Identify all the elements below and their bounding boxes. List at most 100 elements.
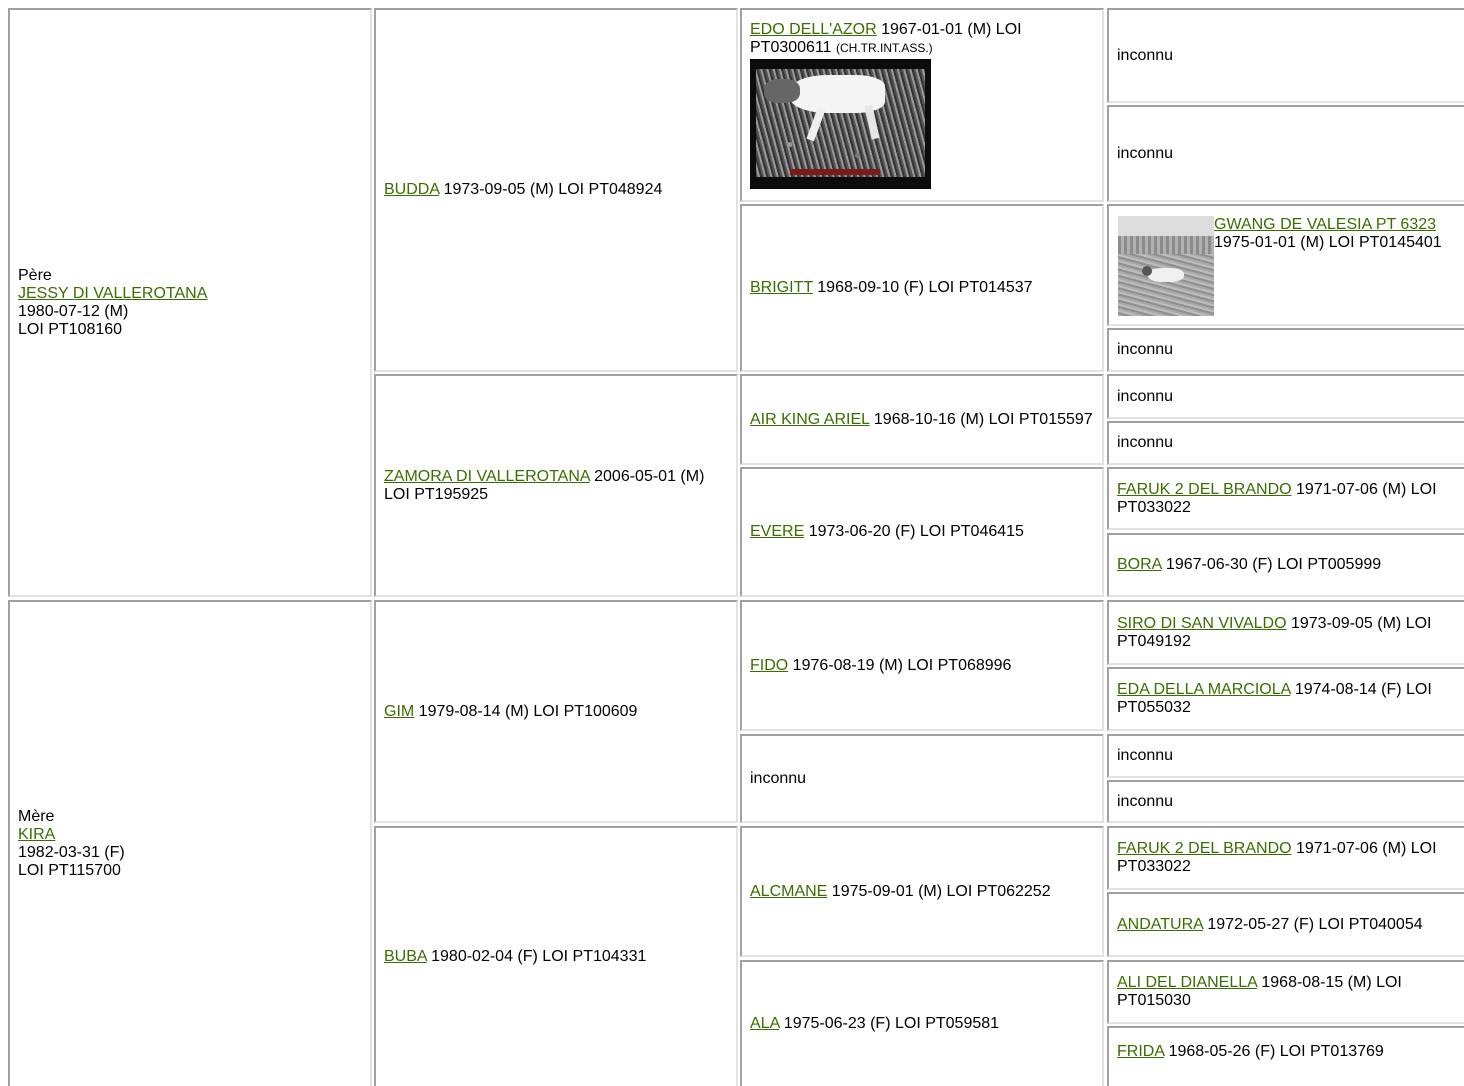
pedigree-cell-gen4-5-unknown: inconnu (1107, 374, 1464, 419)
dog-info: 1967-06-30 (F) LOI PT005999 (1161, 556, 1382, 573)
dog-name-link[interactable]: ALA (750, 1015, 780, 1032)
dog-entry: FARUK 2 DEL BRANDO 1971-07-06 (M) LOI PT… (1117, 481, 1456, 517)
dog-entry: SIRO DI SAN VIVALDO 1973-09-05 (M) LOI P… (1117, 615, 1456, 651)
pedigree-cell-gen4-3: GWANG DE VALESIA PT 6323 1975-01-01 (M) … (1107, 204, 1464, 326)
dog-entry: ANDATURA 1972-05-27 (F) LOI PT040054 (1117, 916, 1456, 934)
dog-name-link[interactable]: AIR KING ARIEL (750, 410, 870, 428)
dog-info: 1975-01-01 (M) LOI PT0145401 (1214, 234, 1442, 251)
dog-name-link[interactable]: BUBA (384, 948, 427, 965)
pedigree-cell-gen4-7: FARUK 2 DEL BRANDO 1971-07-06 (M) LOI PT… (1107, 467, 1464, 530)
dog-name-link[interactable]: EVERE (750, 523, 805, 540)
dog-info: 1972-05-27 (F) LOI PT040054 (1202, 915, 1423, 933)
pedigree-cell-gen3-4: EVERE 1973-06-20 (F) LOI PT046415 (740, 467, 1104, 597)
pedigree-cell-paternal-granddam: ZAMORA DI VALLEROTANA 2006-05-01 (M) LOI… (374, 374, 738, 597)
dog-info: 1968-08-15 (M) LOI PT015030 (1117, 974, 1402, 1009)
unknown-label: inconnu (1117, 341, 1174, 358)
dog-name-link[interactable]: ALI DEL DIANELLA (1117, 974, 1257, 991)
dog-name-link[interactable]: EDA DELLA MARCIOLA (1117, 681, 1291, 698)
unknown-label: inconnu (1117, 387, 1174, 405)
dog-name-link[interactable]: GIM (384, 702, 415, 720)
dog-info: 1968-10-16 (M) LOI PT015597 (869, 410, 1093, 428)
dam-role-label: Mère (18, 808, 55, 825)
dog-entry: FARUK 2 DEL BRANDO 1971-07-06 (M) LOI PT… (1117, 840, 1456, 876)
sire-name-link[interactable]: JESSY DI VALLEROTANA (18, 284, 208, 302)
dog-photo[interactable] (750, 59, 931, 189)
dog-name-link[interactable]: EDO DELL'AZOR (750, 21, 877, 38)
dog-name-link[interactable]: SIRO DI SAN VIVALDO (1117, 614, 1287, 632)
dog-entry: GWANG DE VALESIA PT 6323 1975-01-01 (M) … (1214, 216, 1456, 252)
pedigree-cell-gen4-6-unknown: inconnu (1107, 421, 1464, 465)
dog-info: 1974-08-14 (F) LOI PT055032 (1117, 681, 1432, 716)
pedigree-cell-maternal-granddam: BUBA 1980-02-04 (F) LOI PT104331 (374, 826, 738, 1086)
pedigree-cell-gen3-6-unknown: inconnu (740, 734, 1104, 823)
dog-info: 1973-09-05 (M) LOI PT049192 (1117, 614, 1432, 650)
pedigree-cell-gen3-8: ALA 1975-06-23 (F) LOI PT059581 (740, 960, 1104, 1086)
pedigree-cell-gen4-11-unknown: inconnu (1107, 734, 1464, 778)
unknown-label: inconnu (750, 769, 807, 787)
dog-name-link[interactable]: FARUK 2 DEL BRANDO (1117, 840, 1292, 857)
pedigree-cell-gen4-9: SIRO DI SAN VIVALDO 1973-09-05 (M) LOI P… (1107, 600, 1464, 665)
dog-entry: ZAMORA DI VALLEROTANA 2006-05-01 (M) LOI… (384, 468, 728, 504)
dog-photo[interactable] (1118, 216, 1214, 316)
pedigree-cell-gen4-4-unknown: inconnu (1107, 328, 1464, 372)
dog-entry: FRIDA 1968-05-26 (F) LOI PT013769 (1117, 1043, 1456, 1061)
dog-info: 1973-06-20 (F) LOI PT046415 (804, 523, 1024, 540)
pedigree-cell-gen3-5: FIDO 1976-08-19 (M) LOI PT068996 (740, 600, 1104, 731)
dog-name-link[interactable]: BRIGITT (750, 279, 813, 296)
dog-entry: FIDO 1976-08-19 (M) LOI PT068996 (750, 657, 1094, 675)
dog-info: 1975-09-01 (M) LOI PT062252 (827, 882, 1051, 900)
pedigree-cell-sire: Père JESSY DI VALLEROTANA 1980-07-12 (M)… (8, 8, 372, 597)
dam-registration: LOI PT115700 (18, 862, 121, 879)
dog-name-link[interactable]: ALCMANE (750, 882, 828, 900)
pedigree-cell-gen4-1-unknown: inconnu (1107, 8, 1464, 103)
dog-name-link[interactable]: FRIDA (1117, 1043, 1165, 1060)
dog-info: 1967-01-01 (M) LOI PT0300611 (750, 21, 1022, 56)
pedigree-cell-maternal-grandsire: GIM 1979-08-14 (M) LOI PT100609 (374, 600, 738, 823)
pedigree-cell-gen4-13: FARUK 2 DEL BRANDO 1971-07-06 (M) LOI PT… (1107, 826, 1464, 890)
dam-dob: 1982-03-31 (F) (18, 844, 125, 861)
pedigree-cell-gen4-14: ANDATURA 1972-05-27 (F) LOI PT040054 (1107, 892, 1464, 957)
dog-name-link[interactable]: FARUK 2 DEL BRANDO (1117, 480, 1292, 498)
dog-name-link[interactable]: BORA (1117, 556, 1162, 573)
dog-info: 1968-05-26 (F) LOI PT013769 (1164, 1043, 1384, 1060)
pedigree-cell-gen3-1: EDO DELL'AZOR 1967-01-01 (M) LOI PT03006… (740, 8, 1104, 202)
pedigree-cell-dam: Mère KIRA 1982-03-31 (F) LOI PT115700 (8, 600, 372, 1086)
pedigree-cell-gen4-8: BORA 1967-06-30 (F) LOI PT005999 (1107, 533, 1464, 597)
dog-entry: BUBA 1980-02-04 (F) LOI PT104331 (384, 948, 728, 966)
dog-entry: EDO DELL'AZOR 1967-01-01 (M) LOI PT03006… (750, 21, 1094, 57)
dog-entry: ALA 1975-06-23 (F) LOI PT059581 (750, 1015, 1094, 1033)
unknown-label: inconnu (1117, 792, 1174, 810)
dog-entry: AIR KING ARIEL 1968-10-16 (M) LOI PT0155… (750, 411, 1094, 429)
dog-name-link[interactable]: ANDATURA (1117, 915, 1203, 933)
pedigree-cell-gen4-16: FRIDA 1968-05-26 (F) LOI PT013769 (1107, 1026, 1464, 1086)
dog-title: (CH.TR.INT.ASS.) (836, 41, 933, 55)
sire-registration: LOI PT108160 (18, 320, 123, 338)
sire-role-label: Père (18, 266, 52, 284)
dog-entry: ALI DEL DIANELLA 1968-08-15 (M) LOI PT01… (1117, 974, 1456, 1010)
dog-name-link[interactable]: ZAMORA DI VALLEROTANA (384, 467, 590, 485)
pedigree-cell-gen4-10: EDA DELLA MARCIOLA 1974-08-14 (F) LOI PT… (1107, 667, 1464, 731)
unknown-label: inconnu (1117, 747, 1174, 764)
unknown-label: inconnu (1117, 46, 1174, 64)
dog-info: 1975-06-23 (F) LOI PT059581 (779, 1015, 1000, 1032)
sire-dob: 1980-07-12 (M) (18, 302, 129, 320)
dog-info: 1976-08-19 (M) LOI PT068996 (788, 656, 1012, 674)
unknown-label: inconnu (1117, 144, 1174, 162)
dog-entry: BUDDA 1973-09-05 (M) LOI PT048924 (384, 181, 728, 199)
pedigree-cell-paternal-grandsire: BUDDA 1973-09-05 (M) LOI PT048924 (374, 8, 738, 372)
dog-info: 1971-07-06 (M) LOI PT033022 (1117, 480, 1437, 516)
pedigree-cell-gen4-2-unknown: inconnu (1107, 105, 1464, 202)
pedigree-cell-gen4-12-unknown: inconnu (1107, 780, 1464, 823)
dog-name-link[interactable]: FIDO (750, 656, 789, 674)
dam-name-link[interactable]: KIRA (18, 826, 56, 843)
dog-name-link[interactable]: GWANG DE VALESIA PT 6323 (1214, 216, 1437, 233)
dog-entry: GIM 1979-08-14 (M) LOI PT100609 (384, 703, 728, 721)
dog-entry: EVERE 1973-06-20 (F) LOI PT046415 (750, 523, 1094, 541)
dog-name-link[interactable]: BUDDA (384, 181, 440, 198)
dog-info: 1968-09-10 (F) LOI PT014537 (812, 279, 1033, 296)
dog-entry: BRIGITT 1968-09-10 (F) LOI PT014537 (750, 279, 1094, 297)
dog-entry: ALCMANE 1975-09-01 (M) LOI PT062252 (750, 883, 1094, 901)
pedigree-cell-gen3-2: BRIGITT 1968-09-10 (F) LOI PT014537 (740, 204, 1104, 372)
dog-info: 1980-02-04 (F) LOI PT104331 (426, 948, 647, 965)
dog-entry: BORA 1967-06-30 (F) LOI PT005999 (1117, 556, 1456, 574)
